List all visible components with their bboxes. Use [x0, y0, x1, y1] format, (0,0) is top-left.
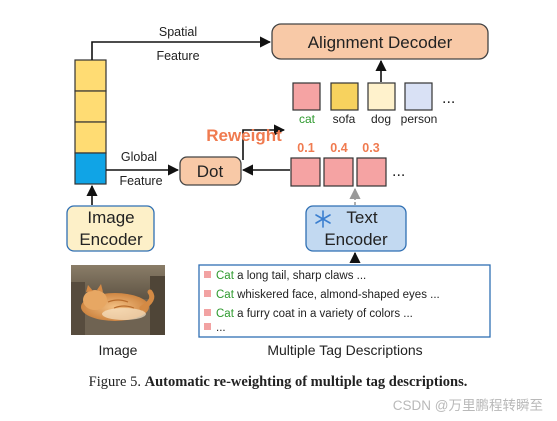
weight-value-3: 0.3 [362, 141, 379, 155]
embedding-ellipsis: ... [392, 163, 405, 180]
spatial-feature-arrow [91, 36, 272, 60]
alignment-decoder-label: Alignment Decoder [308, 33, 453, 52]
tag-label-sofa: sofa [333, 112, 356, 126]
description-bullet [204, 323, 211, 330]
description-tag: Cat [216, 308, 235, 320]
svg-text:Cat whiskered face, almond-sha: Cat whiskered face, almond-shaped eyes .… [216, 289, 440, 301]
reweight-arrow [242, 124, 286, 160]
embedding-cell-3 [356, 157, 387, 187]
image-encoder-label-line1: Image [87, 208, 134, 227]
svg-text:Cat a furry coat in a variety: Cat a furry coat in a variety of colors … [216, 308, 413, 320]
figure-caption-title: Automatic re-weighting of multiple tag d… [145, 374, 468, 390]
tag-label-dog: dog [371, 112, 391, 126]
text-encoder-label-line1: Text [346, 208, 377, 227]
cat-on-sofa-image [71, 265, 165, 335]
description-line-3: Cat a furry coat in a variety of colors … [204, 308, 413, 320]
global-feature-label-line1: Global [121, 150, 157, 164]
description-line-1: Cat a long tail, sharp claws ... [204, 270, 366, 282]
description-tag: Cat [216, 289, 235, 301]
dot-label: Dot [197, 162, 224, 181]
descriptions-panel-label: Multiple Tag Descriptions [267, 342, 422, 358]
tag-cell-dog [367, 82, 396, 111]
figure-caption-prefix: Figure 5. [89, 374, 145, 390]
global-feature-label-line2: Feature [119, 174, 162, 188]
text-encoder-box [305, 205, 407, 252]
description-text: a long tail, sharp claws ... [234, 270, 366, 282]
reweight-label: Reweight [206, 126, 282, 145]
global-feature-cell [74, 152, 107, 185]
frozen-snowflake-icon [315, 210, 331, 228]
tag-cell-person [404, 82, 433, 111]
description-embedding-row [290, 157, 387, 187]
tag-cell-cat [292, 82, 321, 111]
weight-value-2: 0.4 [330, 141, 347, 155]
text-encoder-label-line2: Encoder [324, 230, 388, 249]
embedding-cell-1 [290, 157, 321, 187]
svg-text:Cat a long tail, sharp claws .: Cat a long tail, sharp claws ... [216, 270, 366, 282]
svg-text:...: ... [216, 322, 226, 334]
description-text: a furry coat in a variety of colors ... [234, 308, 413, 320]
weight-value-1: 0.1 [297, 141, 314, 155]
tag-label-cat: cat [299, 112, 316, 126]
figure-caption: Figure 5. Automatic re-weighting of mult… [89, 374, 468, 390]
description-line-4: ... [204, 322, 226, 334]
description-text: whiskered face, almond-shaped eyes ... [234, 289, 440, 301]
description-tag: Cat [216, 270, 235, 282]
watermark: CSDN @万里鹏程转瞬至 [393, 398, 543, 413]
description-line-2: Cat whiskered face, almond-shaped eyes .… [204, 289, 440, 301]
dot-box [179, 156, 242, 186]
image-encoder-label-line2: Encoder [79, 230, 143, 249]
image-encoder-box [66, 205, 155, 252]
image-feature-stack [74, 59, 107, 185]
tag-cell-ellipsis: ... [442, 90, 455, 107]
spatial-feature-label-line2: Feature [156, 49, 199, 63]
description-bullet [204, 309, 211, 316]
description-text: ... [216, 322, 226, 334]
tag-descriptions-panel [198, 264, 491, 338]
spatial-feature-label-line1: Spatial [159, 25, 197, 39]
alignment-decoder-box [271, 23, 489, 60]
tag-label-person: person [401, 112, 438, 126]
embedding-cell-2 [323, 157, 354, 187]
tag-cell-sofa [330, 82, 359, 111]
description-bullet [204, 290, 211, 297]
tag-cell-row [292, 82, 433, 111]
description-bullet [204, 271, 211, 278]
image-caption-label: Image [99, 342, 138, 358]
